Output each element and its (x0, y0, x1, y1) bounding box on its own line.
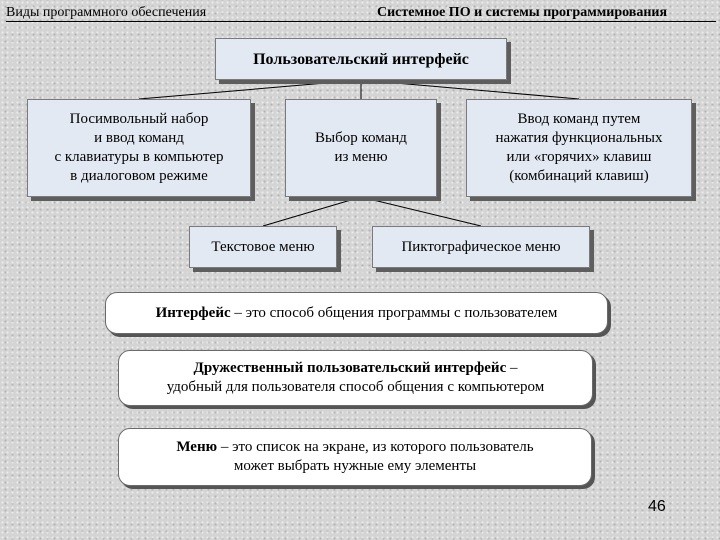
header-topic-title: Системное ПО и системы программирования (377, 5, 668, 20)
branch-line: или «горячих» клавиш (506, 149, 652, 165)
connector-menu-to-text (262, 196, 362, 227)
definition-friendly-interface: Дружественный пользовательский интерфейс… (118, 350, 593, 406)
root-node-label: Пользовательский интерфейс (253, 50, 469, 68)
page-number: 46 (648, 498, 666, 515)
header-rule (6, 21, 716, 22)
definition-term: Дружественный пользовательский интерфейс (193, 360, 507, 376)
branch-line: из меню (334, 149, 388, 165)
branch-line: Ввод команд путем (517, 111, 641, 127)
definition-body: удобный для пользователя способ общения … (166, 379, 545, 395)
branch-line: и ввод команд (94, 130, 184, 146)
branch-node-menu-select-text: Выбор команд из меню (315, 129, 407, 167)
branch-line: с клавиатуры в компьютер (54, 149, 224, 165)
definition-term: Меню (176, 439, 218, 455)
child-node-icon-menu: Пиктографическое меню (372, 226, 590, 268)
definition-body: – это список на экране, из которого поль… (217, 439, 534, 455)
child-node-icon-menu-label: Пиктографическое меню (401, 238, 561, 255)
branch-node-char-input: Посимвольный набор и ввод команд с клави… (27, 99, 251, 197)
branch-line: Выбор команд (315, 130, 407, 146)
branch-node-char-input-text: Посимвольный набор и ввод команд с клави… (54, 110, 223, 186)
definition-body: может выбрать нужные ему элементы (233, 458, 477, 474)
definition-body: – (506, 360, 518, 376)
header-section-title: Виды программного обеспечения (6, 5, 207, 20)
branch-node-hotkeys: Ввод команд путем нажатия функциональных… (466, 99, 692, 197)
definition-term: Интерфейс (155, 304, 231, 321)
connector-menu-to-icon (360, 196, 482, 227)
branch-line: нажатия функциональных (495, 130, 663, 146)
definition-menu: Меню – это список на экране, из которого… (118, 428, 592, 486)
connector-root-to-char (138, 79, 362, 100)
branch-node-hotkeys-text: Ввод команд путем нажатия функциональных… (495, 110, 662, 186)
branch-line: Посимвольный набор (69, 111, 209, 127)
root-node: Пользовательский интерфейс (215, 38, 507, 80)
branch-line: в диалоговом режиме (70, 168, 208, 184)
branch-node-menu-select: Выбор команд из меню (285, 99, 437, 197)
connector-root-to-hot (360, 79, 580, 100)
child-node-text-menu: Текстовое меню (189, 226, 337, 268)
child-node-text-menu-label: Текстовое меню (211, 238, 315, 255)
definition-interface-text: Интерфейс – это способ общения программы… (156, 304, 558, 323)
definition-menu-text: Меню – это список на экране, из которого… (176, 438, 533, 476)
branch-line: (комбинаций клавиш) (509, 168, 649, 184)
definition-body: – это способ общения программы с пользов… (230, 304, 558, 321)
definition-friendly-interface-text: Дружественный пользовательский интерфейс… (167, 359, 545, 397)
definition-interface: Интерфейс – это способ общения программы… (105, 292, 608, 334)
